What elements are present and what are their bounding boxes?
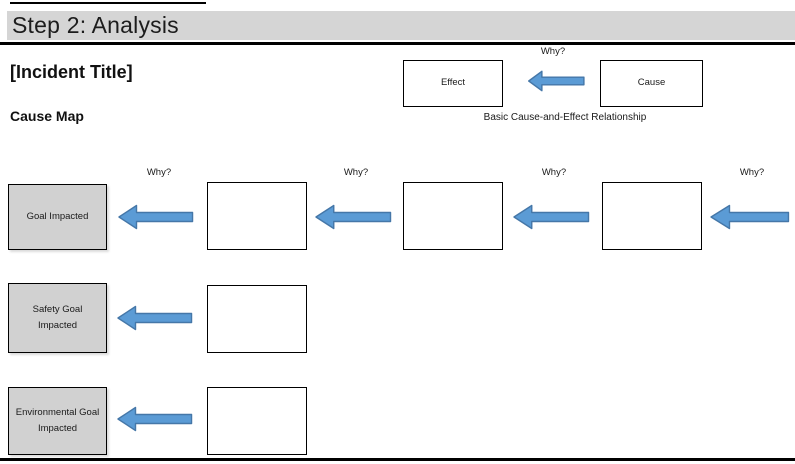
goal-box-environmental[interactable]: Environmental Goal Impacted [8, 387, 107, 455]
cause-arrow-left-icon [117, 305, 193, 331]
bottom-rule [0, 458, 795, 461]
why-label: Why? [541, 167, 567, 178]
legend-effect-label: Effect [440, 77, 466, 89]
cause-box[interactable] [403, 182, 503, 250]
goal-box-impacted[interactable]: Goal Impacted [8, 184, 107, 250]
legend-arrow-left-icon [528, 70, 585, 92]
cause-box[interactable] [207, 387, 307, 455]
cause-arrow-left-icon [315, 204, 392, 230]
cause-arrow-left-icon [513, 204, 590, 230]
why-label: Why? [739, 167, 765, 178]
legend-cause-label: Cause [637, 77, 666, 89]
goal-box-label: Environmental Goal Impacted [15, 406, 100, 434]
cause-arrow-left-icon [118, 204, 194, 230]
legend-why-label: Why? [540, 46, 566, 57]
header-divider [0, 42, 795, 45]
cause-box[interactable] [207, 285, 307, 353]
legend-cause-box: Cause [600, 60, 703, 107]
cause-box[interactable] [602, 182, 702, 250]
header-bar: Step 2: Analysis [7, 11, 795, 40]
page-title: Step 2: Analysis [12, 12, 179, 38]
why-label: Why? [343, 167, 369, 178]
cause-box[interactable] [207, 182, 307, 250]
cause-map-label: Cause Map [10, 108, 84, 124]
cause-arrow-left-icon [710, 204, 790, 230]
goal-box-label: Goal Impacted [26, 210, 89, 222]
cause-arrow-left-icon [117, 406, 193, 432]
header-top-rule [10, 2, 206, 4]
legend-effect-box: Effect [403, 60, 503, 107]
legend-caption: Basic Cause-and-Effect Relationship [483, 112, 647, 123]
incident-title[interactable]: [Incident Title] [10, 62, 133, 82]
goal-box-safety[interactable]: Safety Goal Impacted [8, 283, 107, 353]
goal-box-label: Safety Goal Impacted [32, 303, 83, 331]
why-label: Why? [146, 167, 172, 178]
